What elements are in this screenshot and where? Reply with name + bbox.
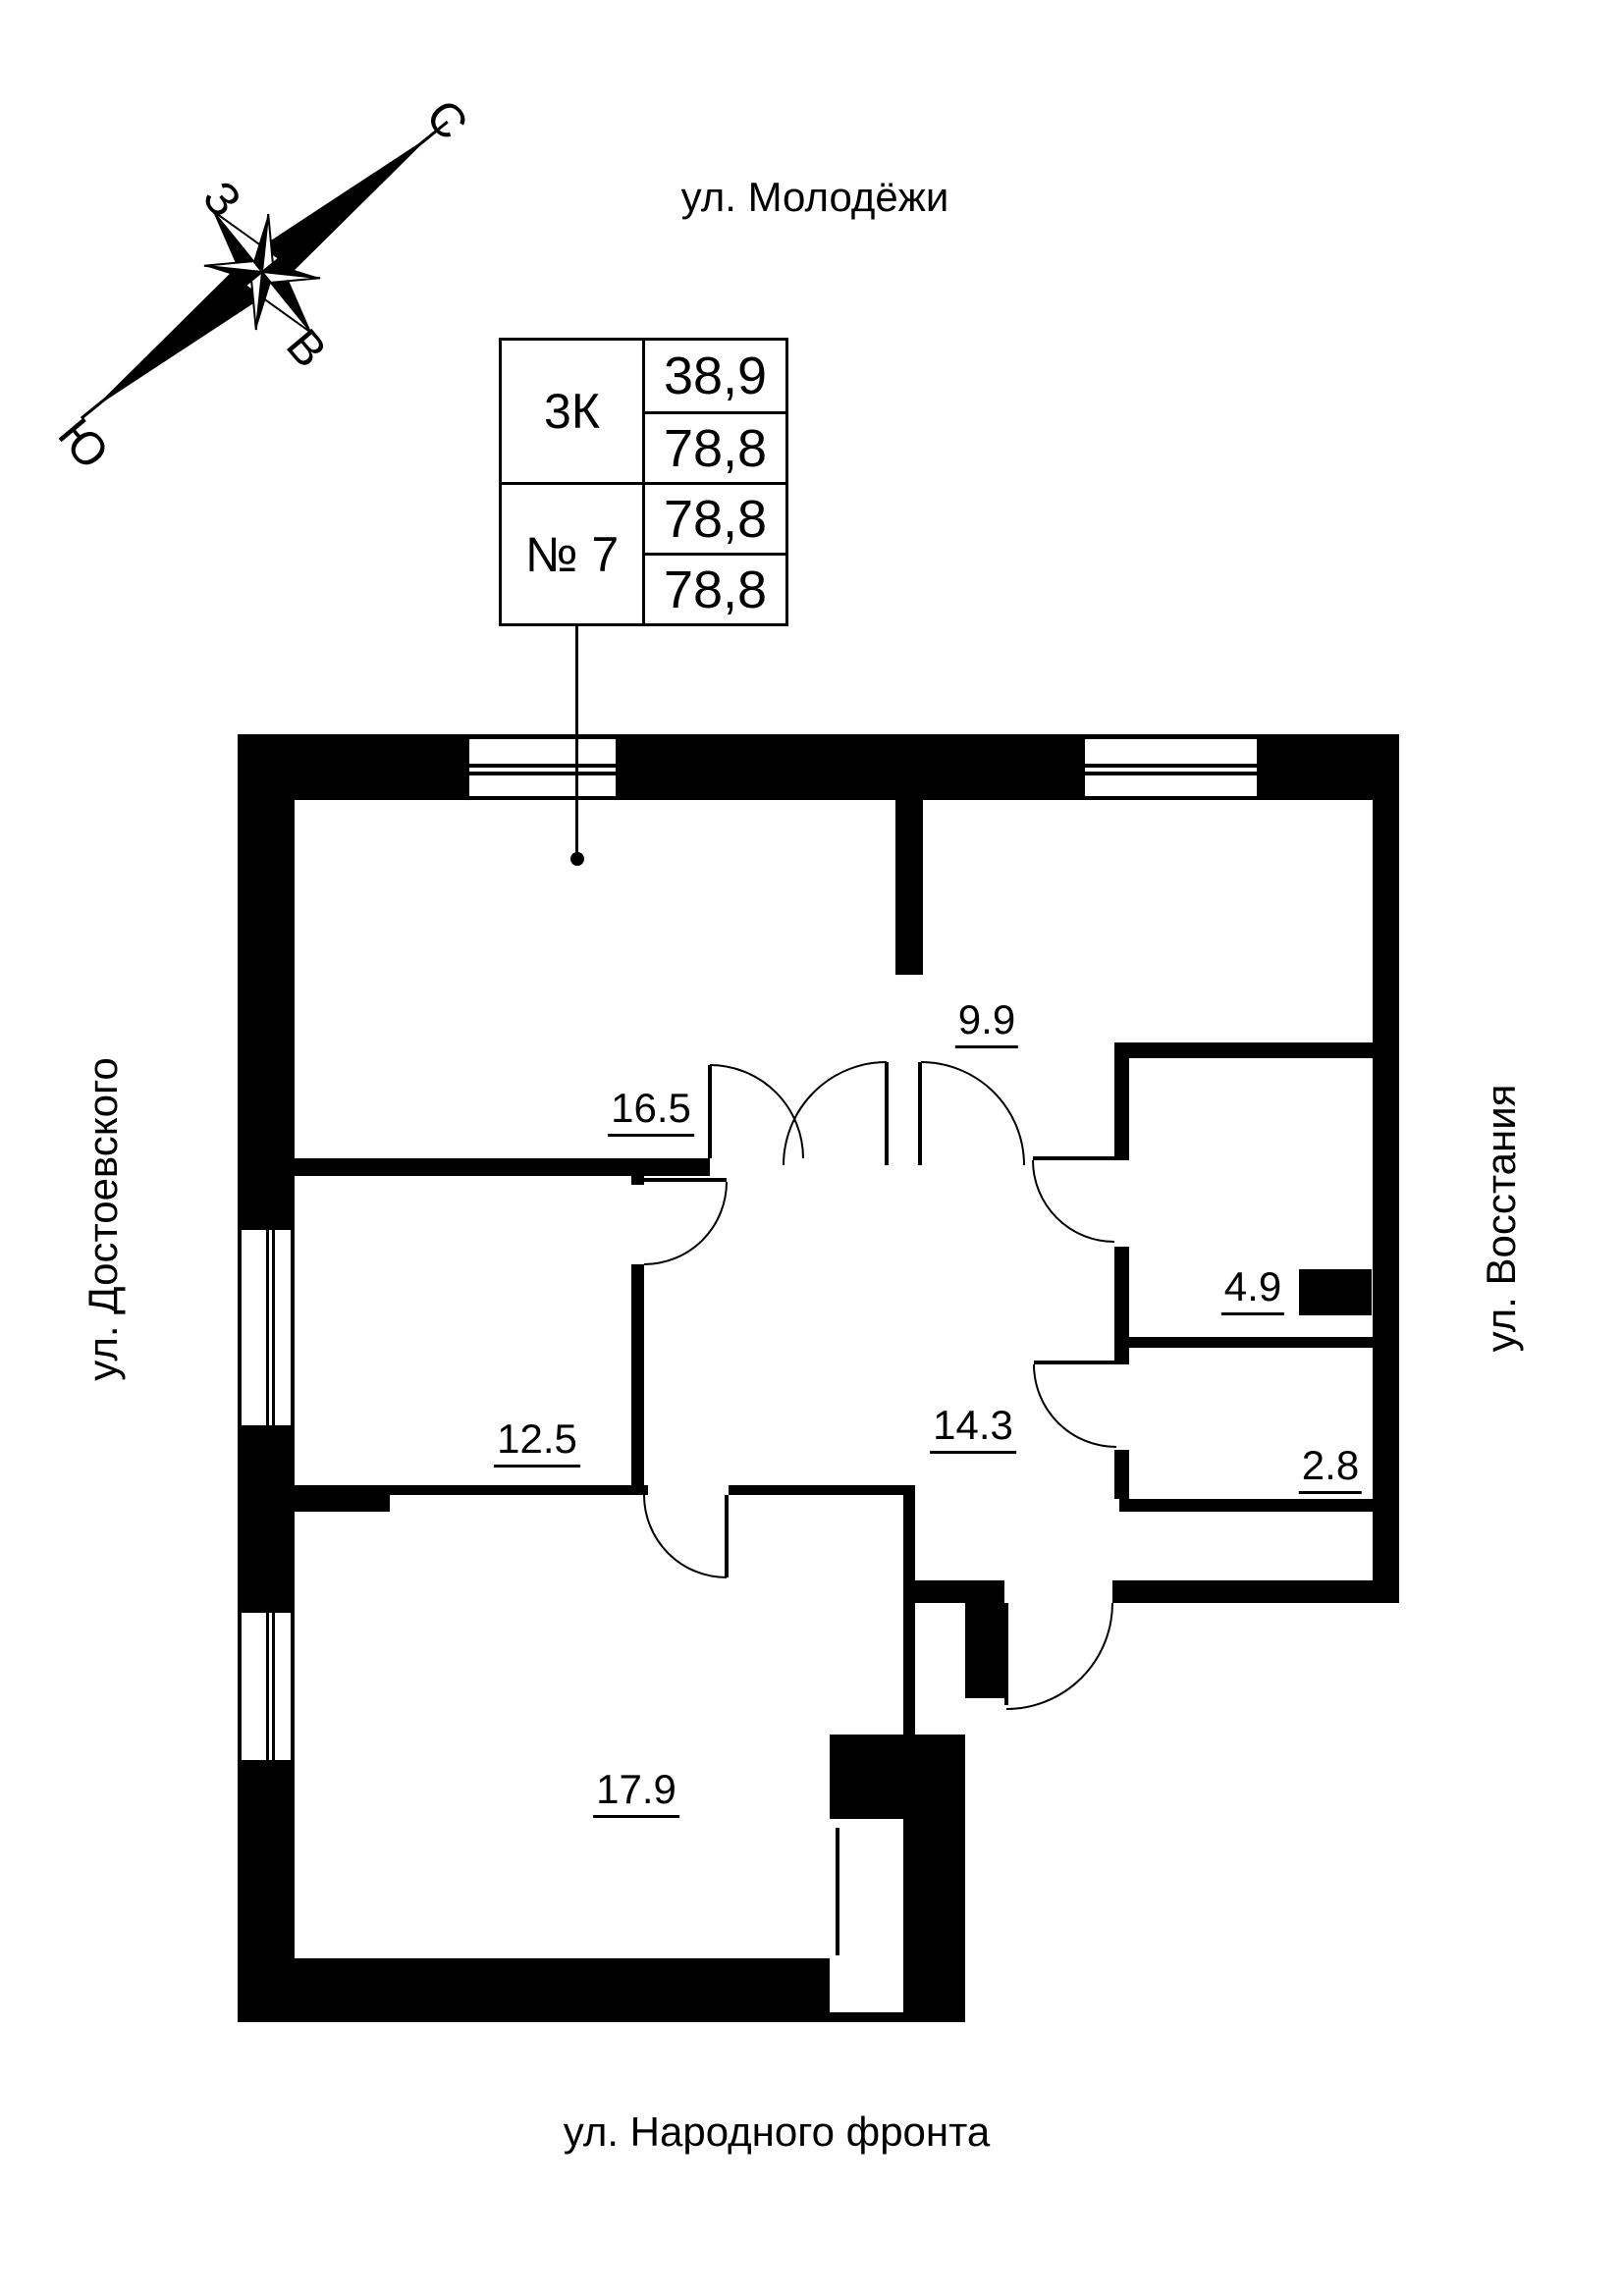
apartment-type-cell: 3К <box>502 341 645 482</box>
area-living-cell: 38,9 <box>663 347 768 405</box>
door-arcs-layer <box>643 1061 1117 1710</box>
compass-rose: С Ю З В <box>48 90 477 479</box>
windows-layer <box>238 734 1264 1764</box>
compass-east-label: В <box>276 320 336 378</box>
room-area-bedroom: 12.5 <box>494 1418 580 1468</box>
room-area-wc: 2.8 <box>1298 1445 1363 1494</box>
street-label-top: ул. Молодёжи <box>680 174 949 220</box>
street-label-bottom: ул. Народного фронта <box>563 2109 991 2155</box>
area-total2-cell: 78,8 <box>645 482 785 553</box>
area-total3-cell: 78,8 <box>645 553 785 623</box>
compass-south-label: Ю <box>48 409 119 479</box>
table-leader-dot <box>570 852 584 866</box>
door-leaves-layer <box>644 1062 1116 1955</box>
walls-layer <box>238 734 1399 2022</box>
street-label-right: ул. Восстания <box>1478 1084 1524 1353</box>
room-area-kitchen: 9.9 <box>954 999 1019 1048</box>
apartment-info-table: 3К 38,9 78,8 № 7 78,8 78,8 <box>499 338 788 626</box>
room-area-bathroom: 4.9 <box>1220 1266 1285 1315</box>
area-total-cell: 78,8 <box>645 411 785 482</box>
room-area-living-room: 16.5 <box>608 1088 694 1137</box>
room-area-hall: 14.3 <box>930 1405 1016 1454</box>
street-label-left: ул. Достоевского <box>80 1057 126 1381</box>
apartment-number-cell: № 7 <box>502 482 645 623</box>
table-leader-line <box>575 626 578 856</box>
room-area-big-room: 17.9 <box>593 1769 679 1818</box>
